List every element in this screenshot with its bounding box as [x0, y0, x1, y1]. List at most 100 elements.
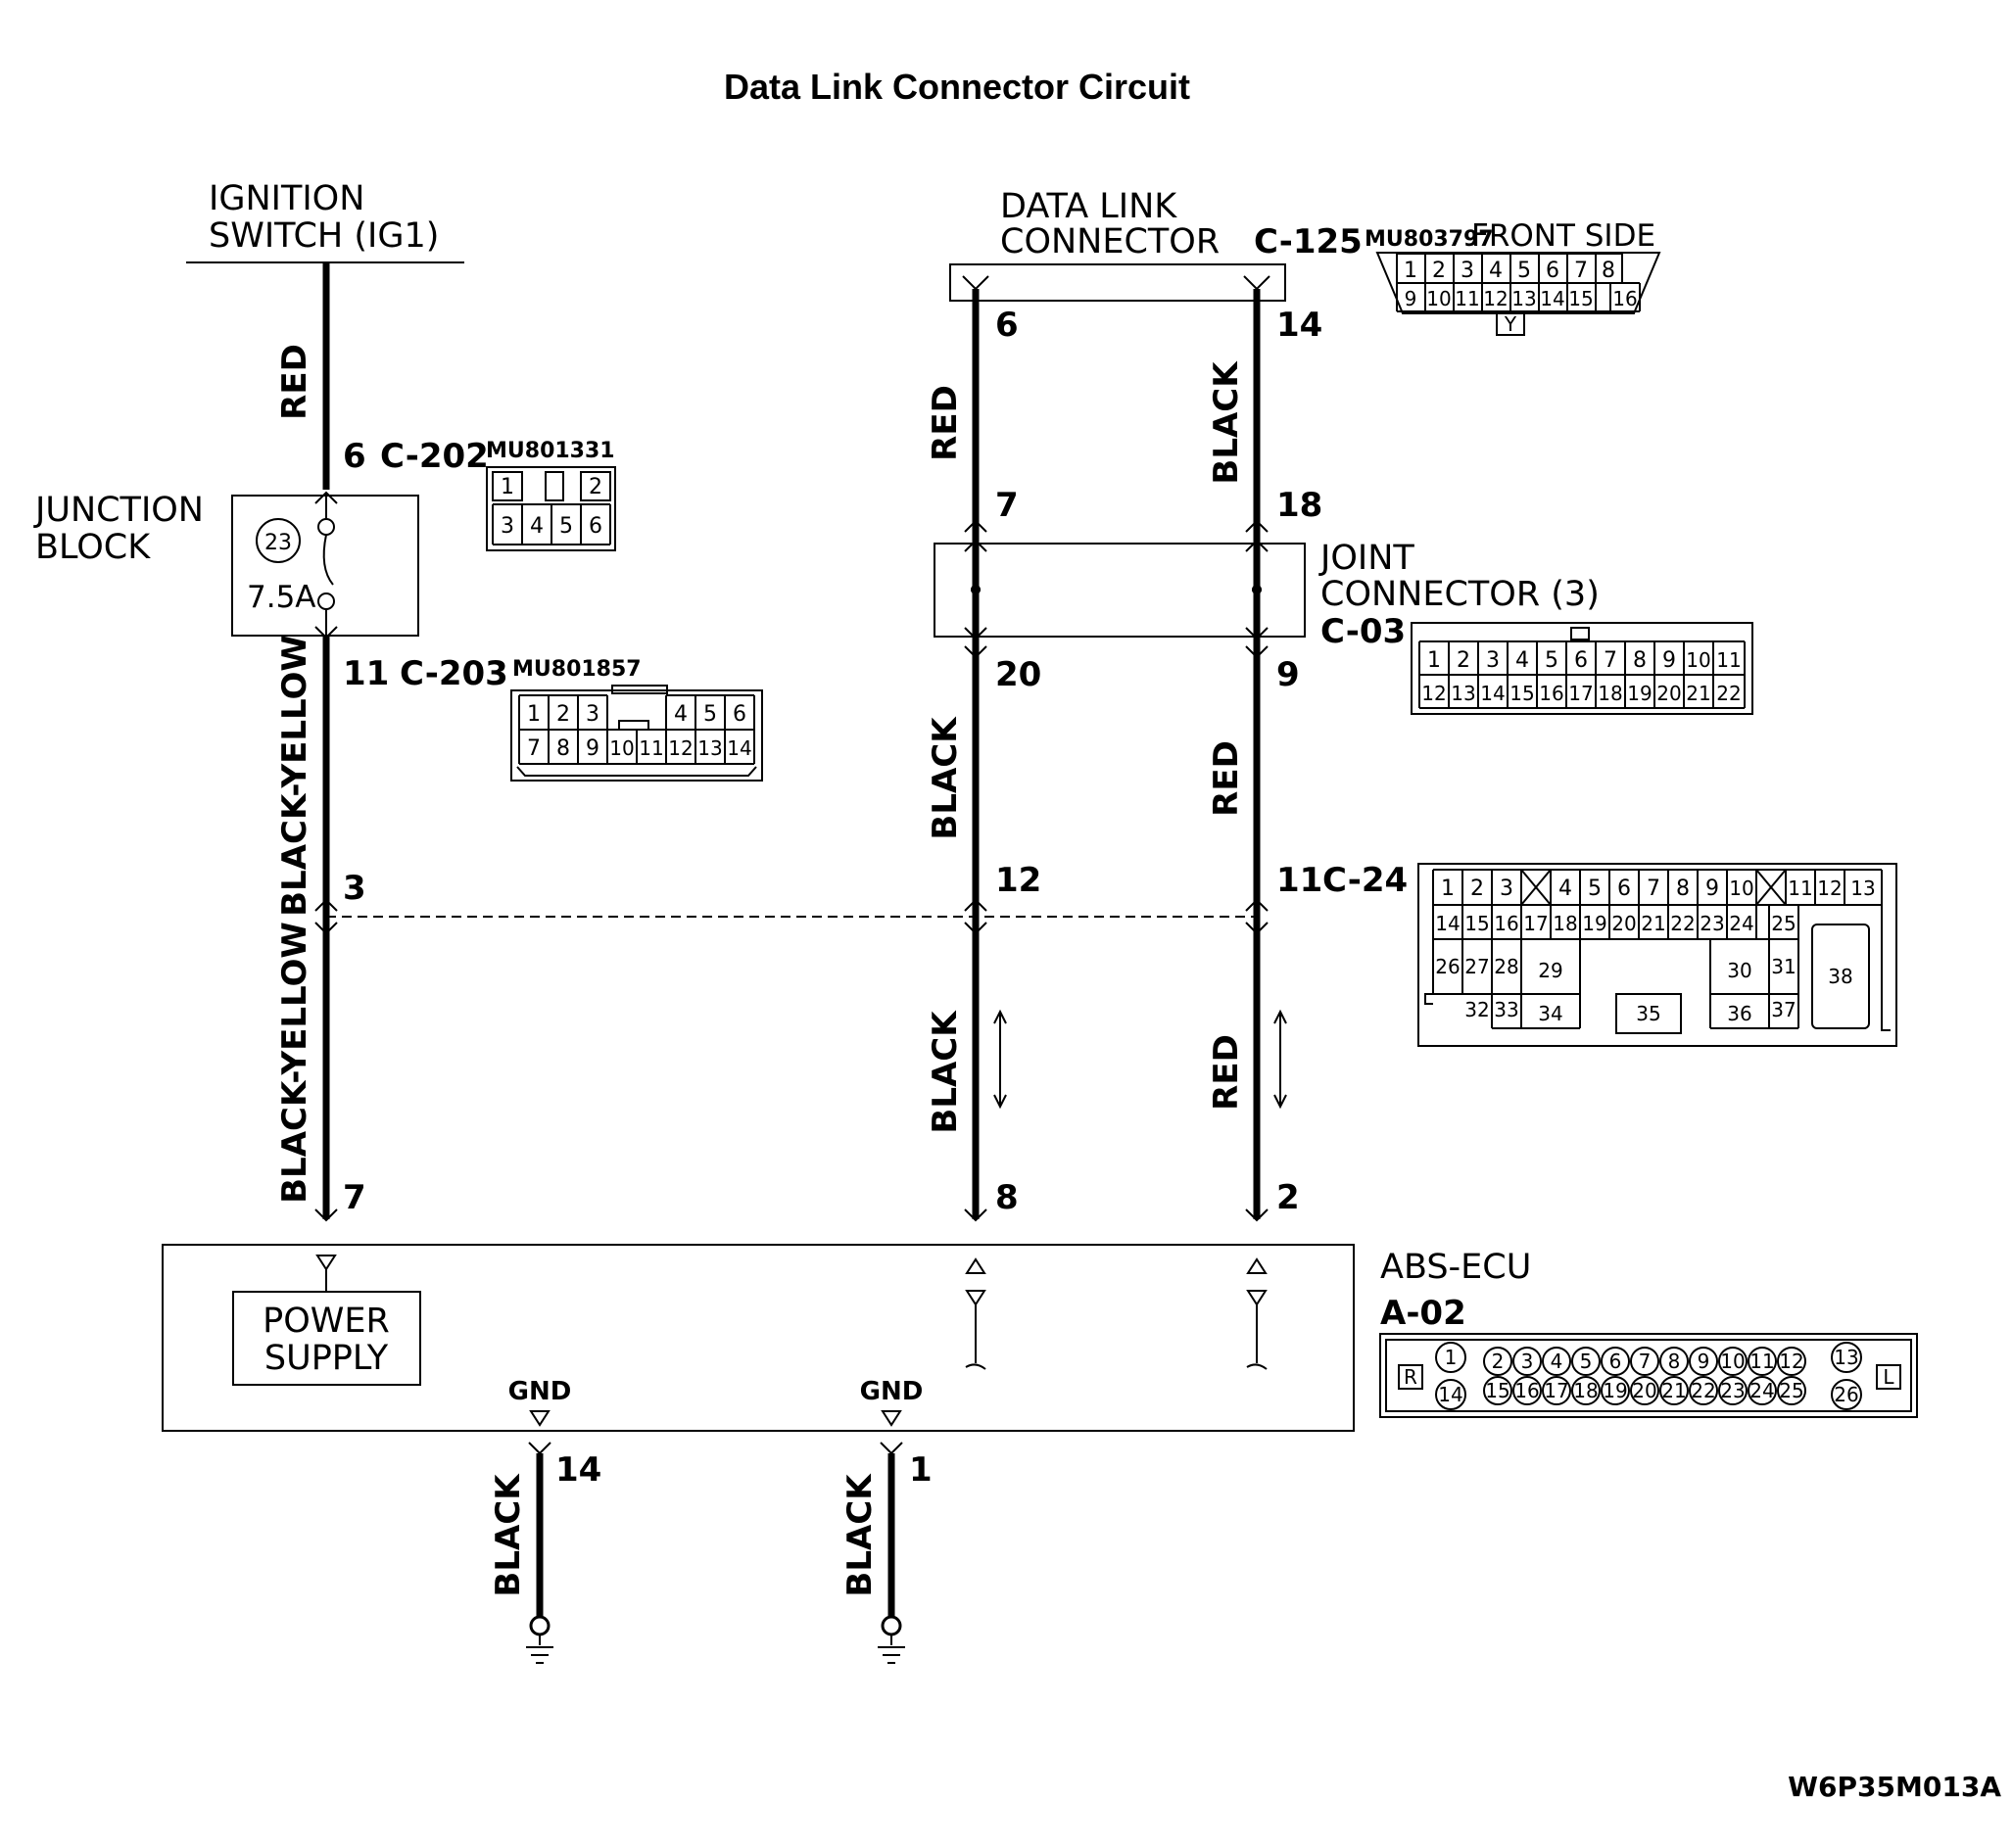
c24-cell-31: 31: [1771, 955, 1796, 978]
c202-cell-2: 2: [589, 475, 602, 499]
c202-cell-6: 6: [589, 514, 602, 539]
dlc-cell-10: 10: [1426, 287, 1451, 310]
c24-cell-12: 12: [1817, 877, 1842, 900]
c24-cell-22: 22: [1670, 912, 1695, 935]
dlc-label-line1: DATA LINK: [1000, 187, 1177, 226]
gnd-label-right: GND: [860, 1377, 924, 1406]
dlc-label-line2: CONNECTOR: [1000, 222, 1220, 261]
c03-cell-1: 1: [1427, 648, 1441, 673]
c202-cell-1: 1: [501, 475, 514, 499]
dlc-cell-2: 2: [1432, 259, 1446, 283]
c03-cell-2: 2: [1457, 648, 1470, 673]
c24-cell-19: 19: [1582, 912, 1606, 935]
a02-cell-1: 1: [1445, 1346, 1458, 1369]
a02-cell-14: 14: [1438, 1383, 1462, 1406]
c24-cell-29: 29: [1538, 959, 1562, 982]
dlc-view: FRONT SIDE: [1471, 218, 1655, 254]
pin-8-abs: 8: [995, 1178, 1019, 1217]
c03-cell-5: 5: [1545, 648, 1558, 673]
a02-cell-6: 6: [1609, 1350, 1622, 1373]
c24-cell-18: 18: [1553, 912, 1577, 935]
c24-cell-14: 14: [1435, 912, 1460, 935]
c03-cell-3: 3: [1486, 648, 1500, 673]
c24-cell-32: 32: [1464, 998, 1489, 1021]
pin-11-c24: 11: [1276, 861, 1322, 900]
a02-cell-2: 2: [1492, 1350, 1505, 1373]
pin-3-label: 3: [343, 869, 366, 908]
dlc-cell-9: 9: [1405, 287, 1417, 310]
fuse-number: 23: [264, 531, 292, 555]
a02-cell-15: 15: [1485, 1379, 1509, 1402]
c24-cell-7: 7: [1647, 877, 1660, 901]
c24-cell-1: 1: [1441, 877, 1455, 901]
c24-face: 1 2 3 4 5 6 7 8 9 10 11 12 13 14 15 16 1…: [1417, 863, 1897, 1047]
dlc-connector: C-125: [1254, 222, 1363, 261]
a02-cell-26: 26: [1834, 1383, 1858, 1406]
wire-label-red-top: RED: [275, 344, 314, 420]
c03-cell-11: 11: [1716, 648, 1741, 672]
dlc-cell-7: 7: [1574, 259, 1588, 283]
c24-cell-27: 27: [1464, 955, 1489, 978]
junction-label-line1: JUNCTION: [33, 491, 204, 530]
pin-6-dlc: 6: [995, 306, 1019, 345]
abs-connector: A-02: [1380, 1294, 1466, 1333]
dlc-face: Y 1 2 3 4 5 6 7 8 9 10 11 12 13 14 15 16: [1375, 252, 1661, 336]
c24-cell-24: 24: [1729, 912, 1753, 935]
c24-cell-3: 3: [1500, 877, 1513, 901]
dlc-cell-12: 12: [1483, 287, 1508, 310]
dlc-cell-3: 3: [1461, 259, 1474, 283]
a02-face: R L 1 2 3 4 5 6 7 8 9 10 11 12 13 14 15 …: [1379, 1333, 1918, 1418]
wire-label-gnd14: BLACK: [489, 1473, 528, 1597]
a02-cell-25: 25: [1779, 1379, 1803, 1402]
c203-cell-6: 6: [733, 702, 746, 727]
ignition-label-line1: IGNITION: [209, 179, 364, 218]
wire-label-red-dlc: RED: [926, 385, 965, 461]
ignition-label-line2: SWITCH (IG1): [209, 216, 439, 256]
c202-cell-5: 5: [559, 514, 573, 539]
a02-cell-18: 18: [1573, 1379, 1598, 1402]
c24-cell-34: 34: [1538, 1002, 1562, 1025]
c24-cell-5: 5: [1588, 877, 1602, 901]
c03-cell-12: 12: [1421, 682, 1446, 705]
c203-cell-12: 12: [668, 736, 693, 760]
c03-cell-20: 20: [1656, 682, 1681, 705]
c203-cell-11: 11: [639, 736, 663, 760]
c24-cell-15: 15: [1464, 912, 1489, 935]
c24-cell-37: 37: [1771, 998, 1796, 1021]
pin-14-gnd: 14: [555, 1450, 601, 1490]
a02-cell-4: 4: [1551, 1350, 1563, 1373]
c203-cell-7: 7: [527, 736, 541, 761]
dlc-key: Y: [1504, 312, 1517, 336]
dlc-cell-13: 13: [1511, 287, 1536, 310]
c203-cell-9: 9: [586, 736, 599, 761]
a02-cell-8: 8: [1668, 1350, 1681, 1373]
dlc-cell-15: 15: [1568, 287, 1593, 310]
power-supply-line2: SUPPLY: [264, 1339, 389, 1378]
c24-connector: C-24: [1322, 861, 1408, 900]
wire-label-black-mid: BLACK: [926, 716, 965, 840]
c24-cell-8: 8: [1676, 877, 1690, 901]
dlc-cell-1: 1: [1404, 259, 1417, 283]
c202-pin: 6: [343, 437, 366, 476]
c24-cell-9: 9: [1705, 877, 1719, 901]
dlc-cell-11: 11: [1455, 287, 1479, 310]
c203-face: 1 2 3 4 5 6 7 8 9 10 11 12 13 14: [510, 685, 763, 782]
pin-18-jc: 18: [1276, 486, 1322, 525]
c24-cell-16: 16: [1494, 912, 1518, 935]
data-link-connector: DATA LINK CONNECTOR C-125: [949, 187, 1363, 302]
pin-7-jc: 7: [995, 486, 1019, 525]
c202-part: MU801331: [486, 439, 615, 463]
c03-cell-13: 13: [1451, 682, 1475, 705]
wire-label-black-low: BLACK: [926, 1010, 965, 1134]
c24-cell-35: 35: [1636, 1002, 1660, 1025]
a02-cell-16: 16: [1514, 1379, 1539, 1402]
bidirectional-arrow-right: [1273, 1009, 1287, 1110]
c202-face: 1 2 3 4 5 6: [486, 466, 616, 551]
figure-code: W6P35M013A: [1788, 1771, 2001, 1803]
pin-2-abs: 2: [1276, 1178, 1300, 1217]
wire-label-red-low: RED: [1207, 1034, 1246, 1111]
a02-right-mark: L: [1883, 1365, 1894, 1389]
c03-cell-15: 15: [1509, 682, 1534, 705]
a02-cell-12: 12: [1779, 1350, 1803, 1373]
